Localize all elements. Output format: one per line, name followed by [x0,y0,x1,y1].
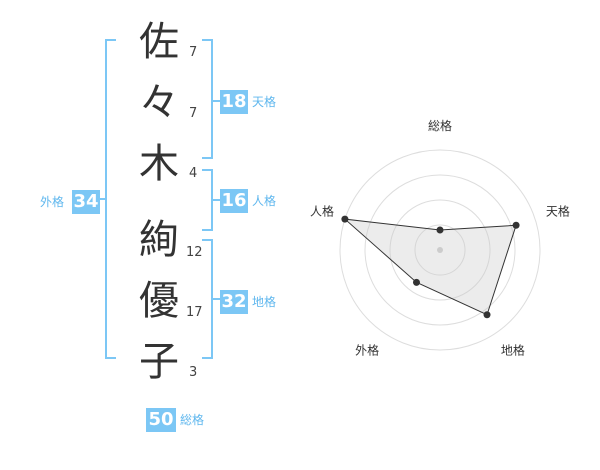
radar-grid-ring [414,224,466,276]
jinkaku-value-badge: 16 [220,189,248,213]
stroke-count-6: 3 [189,365,198,380]
tenkaku-value-badge: 18 [220,90,248,114]
tenkaku-label: 天格 [252,95,277,109]
jinkaku-bracket [202,169,220,231]
radar-point-5 [341,215,349,223]
stroke-count-1: 7 [189,45,198,60]
stroke-count-2: 7 [189,106,198,121]
radar-axis-label-1: 総格 [428,118,452,133]
radar-axis-label-4: 外格 [355,342,379,357]
radar-axis-label-2: 天格 [546,204,570,219]
radar-point-4 [412,278,420,286]
name-char-6: 子 [139,339,179,385]
gaikaku-label: 外格 [40,195,65,209]
radar-grid-ring [389,199,491,301]
radar-series-polygon [343,218,517,316]
soukaku-value-badge: 50 [146,408,176,432]
name-char-4: 絢 [139,217,179,263]
name-char-2: 々 [139,80,179,126]
jinkaku-label: 人格 [252,194,277,208]
radar-center-dot [437,247,443,253]
stroke-count-3: 4 [189,166,198,181]
soukaku-label: 総格 [180,413,205,427]
gaikaku-value-badge: 34 [72,190,100,214]
name-char-1: 佐 [139,19,179,65]
chikaku-bracket [202,239,220,359]
radar-point-2 [512,221,520,229]
stroke-count-4: 12 [186,245,203,260]
chikaku-value-badge: 32 [220,290,248,314]
radar-axis-label-5: 人格 [310,204,334,219]
radar-point-3 [483,311,491,319]
name-char-5: 優 [139,278,179,324]
tenkaku-bracket [202,39,220,159]
chikaku-label: 地格 [252,295,277,309]
radar-point-1 [436,226,444,234]
radar-axis-label-3: 地格 [501,342,525,357]
stroke-count-5: 17 [186,305,203,320]
radar-grid-ring [364,174,516,326]
radar-grid-ring [339,149,541,351]
name-char-3: 木 [139,141,179,187]
